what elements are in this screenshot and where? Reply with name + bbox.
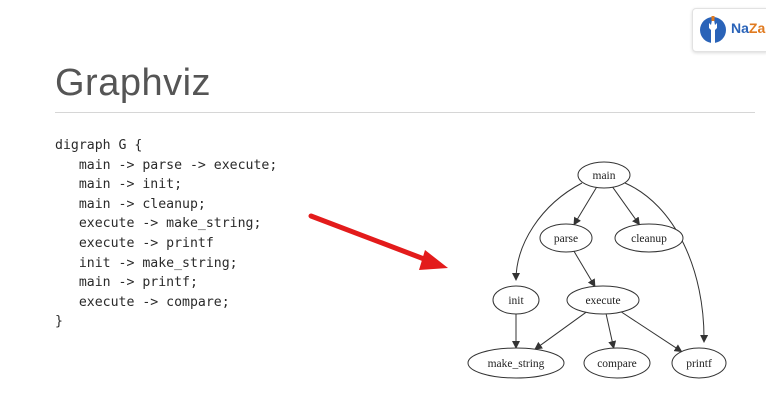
node-label-compare: compare: [597, 358, 637, 370]
code-line: init -> make_string;: [55, 255, 238, 271]
brand-logo: NaZa: [692, 8, 766, 52]
title-divider: [55, 112, 755, 113]
node-compare: [583, 347, 651, 379]
node-execute: [566, 285, 640, 315]
code-line: main -> init;: [55, 177, 183, 193]
code-line: execute -> make_string;: [55, 216, 262, 232]
edge-main-to-cleanup: [612, 186, 640, 226]
logo-text-za: Za: [748, 20, 766, 36]
node-label-main: main: [593, 170, 616, 182]
node-cleanup: [614, 223, 684, 253]
edge-execute-to-printf: [621, 311, 683, 353]
logo-text: NaZa: [731, 20, 765, 36]
node-label-init: init: [508, 295, 524, 307]
code-line: main -> parse -> execute;: [55, 157, 278, 173]
edge-main-to-parse: [573, 187, 597, 226]
node-label-parse: parse: [554, 233, 578, 245]
code-line: execute -> compare;: [55, 294, 230, 310]
node-label-cleanup: cleanup: [631, 233, 667, 245]
node-init: [492, 285, 540, 315]
code-line: }: [55, 314, 63, 330]
edge-main-to-init: [512, 182, 583, 281]
node-parse: [539, 223, 593, 253]
node-label-printf: printf: [686, 358, 712, 370]
code-block: digraph G { main -> parse -> execute; ma…: [55, 136, 277, 332]
node-make_string: [467, 347, 565, 379]
node-printf: [671, 347, 727, 379]
edge-parse-to-execute: [573, 251, 596, 288]
code-line: main -> cleanup;: [55, 196, 206, 212]
edge-execute-to-make_string: [534, 311, 587, 350]
logo-text-na: Na: [731, 20, 749, 36]
code-line: digraph G {: [55, 138, 143, 153]
slide-title: Graphviz: [55, 62, 212, 104]
statue-of-liberty-icon: [700, 16, 726, 44]
edge-execute-to-compare: [605, 313, 617, 350]
code-line: main -> printf;: [55, 275, 198, 291]
edge-main-to-printf: [624, 182, 709, 343]
node-label-execute: execute: [585, 295, 620, 307]
node-label-make_string: make_string: [488, 358, 545, 370]
code-line: execute -> printf: [55, 235, 214, 251]
node-main: [577, 161, 631, 189]
